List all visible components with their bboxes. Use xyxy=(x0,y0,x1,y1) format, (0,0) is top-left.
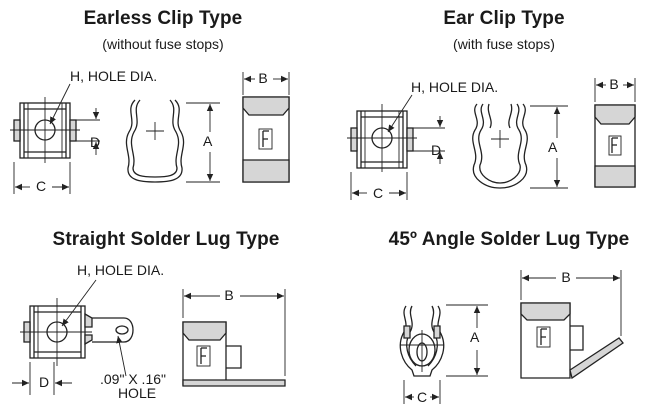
straight-slot-hole-label: HOLE xyxy=(117,385,157,401)
angle-b-label: B xyxy=(561,269,571,285)
ear-hole-label: H, HOLE DIA. xyxy=(411,79,499,95)
fuse-clip-logo-icon xyxy=(608,135,622,156)
straight-hole-label: H, HOLE DIA. xyxy=(77,262,165,278)
straight-d-label: D xyxy=(39,374,50,390)
ear-clip-title: Ear Clip Type xyxy=(443,8,565,29)
ear-c-label: C xyxy=(372,185,384,201)
earless-b-label: B xyxy=(258,70,268,86)
earless-clip-subtitle: (without fuse stops) xyxy=(102,36,224,52)
fuse-clip-logo-icon xyxy=(536,326,551,348)
angle-c-label: C xyxy=(416,389,428,405)
earless-clip-top-view xyxy=(10,83,100,194)
straight-b-label: B xyxy=(224,287,234,303)
earless-hole-label: H, HOLE DIA. xyxy=(70,68,158,84)
straight-lug-top-view xyxy=(12,279,134,395)
straight-slot-size-label: .09" X .16" xyxy=(100,371,166,387)
fuse-clip-logo-icon xyxy=(258,128,273,150)
ear-clip-subtitle: (with fuse stops) xyxy=(453,36,555,52)
ear-clip-front-view xyxy=(594,78,636,188)
earless-c-label: C xyxy=(35,178,47,194)
ear-d-label: D xyxy=(431,142,442,158)
earless-clip-side-view xyxy=(125,99,220,183)
ear-b-label: B xyxy=(609,76,619,92)
angle-lug-side-view xyxy=(399,304,488,404)
ear-clip-side-view xyxy=(472,103,568,189)
ear-clip-top-view xyxy=(347,94,445,200)
earless-clip-title: Earless Clip Type xyxy=(83,8,243,29)
angle-lug-title: 45º Angle Solder Lug Type xyxy=(388,229,630,250)
earless-clip-front-view xyxy=(242,72,290,183)
angle-a-label: A xyxy=(470,329,480,345)
straight-lug-front-view xyxy=(182,289,286,387)
fuse-clip-logo-icon xyxy=(196,345,211,367)
straight-lug-title: Straight Solder Lug Type xyxy=(52,229,280,250)
angle-lug-front-view xyxy=(520,270,624,380)
ear-a-label: A xyxy=(548,139,558,155)
earless-a-label: A xyxy=(203,133,213,149)
